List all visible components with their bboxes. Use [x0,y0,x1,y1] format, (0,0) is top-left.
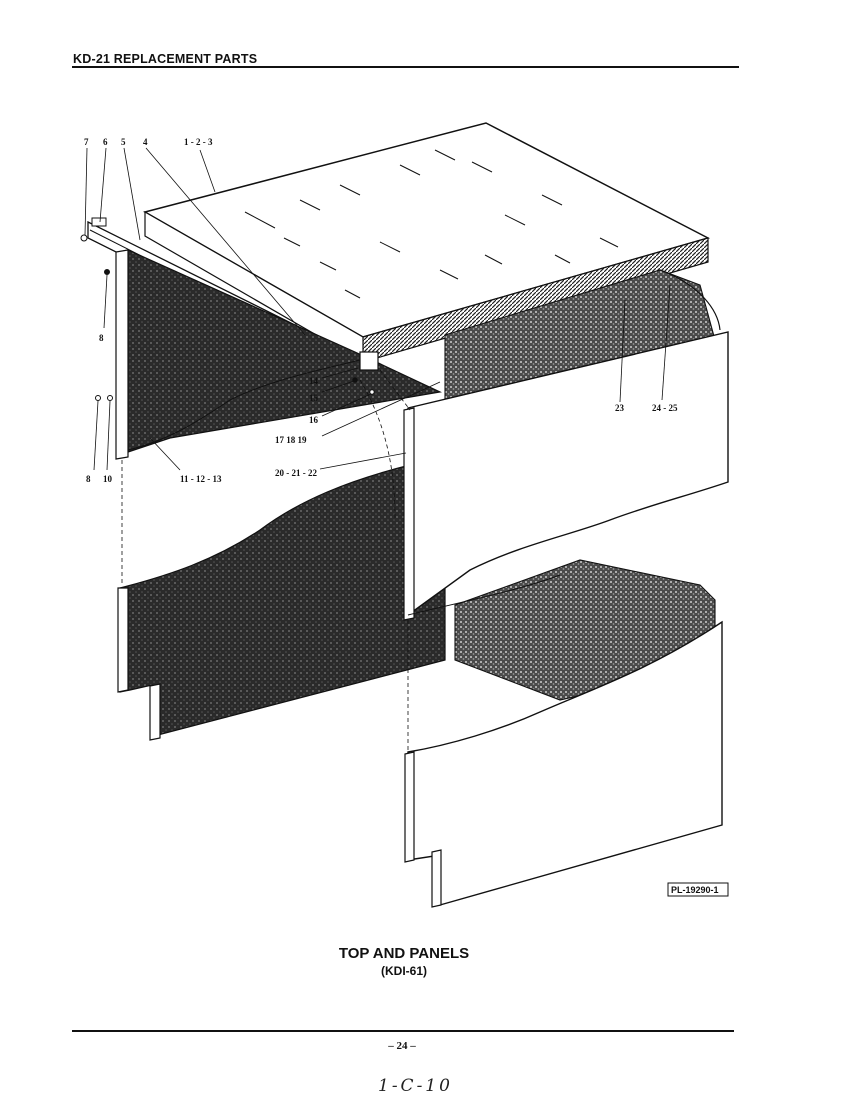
left-panel-lower [117,459,446,741]
figure-title: TOP AND PANELS [338,945,470,962]
part-label-5: 5 [121,137,126,147]
alignment-lines [121,369,411,750]
part-label-6: 6 [103,137,108,147]
part-labels: 7 6 5 4 1 - 2 - 3 8 8 10 11 - 12 - 13 14… [84,137,678,484]
part-label-11-12-13: 11 - 12 - 13 [180,474,222,484]
part-label-24-25: 24 - 25 [652,403,678,413]
part-label-9: 8 [86,474,91,484]
part-label-8-upper: 8 [99,333,104,343]
page-number: – 24 – [388,1040,416,1052]
part-label-20-21-22: 20 - 21 - 22 [275,468,317,478]
footer-rule [72,1030,734,1032]
countertop [143,122,711,364]
part-label-17-18-19: 17 18 19 [275,435,307,445]
part-label-23: 23 [615,403,625,413]
part-label-15: 15 [309,393,319,403]
part-label-4: 4 [143,137,148,147]
hardware-parts [80,234,379,401]
header-rule [72,66,739,68]
part-label-7: 7 [84,137,89,147]
handwritten-note: 1-C-10 [378,1076,453,1096]
reference-box: PL-19290-1 [667,882,729,897]
part-label-1-2-3: 1 - 2 - 3 [184,137,213,147]
reference-code: PL-19290-1 [671,885,719,895]
left-side-panel [115,249,442,460]
right-panel-lower [404,620,723,908]
part-label-10: 10 [103,474,113,484]
page-header-title: KD-21 REPLACEMENT PARTS [73,52,258,66]
part-label-14: 14 [309,376,319,386]
figure-model: (KDI-61) [380,964,427,978]
right-panel-upper [403,331,729,621]
leader-lines [84,147,671,471]
part-label-16: 16 [309,415,319,425]
